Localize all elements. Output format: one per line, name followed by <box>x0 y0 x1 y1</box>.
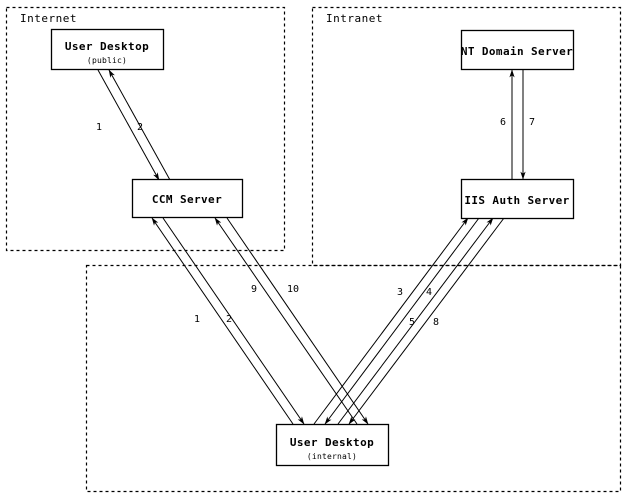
step-label-1-public: 1 <box>96 122 102 133</box>
flow-line-4 <box>324 217 480 425</box>
flow-line-10 <box>226 217 369 425</box>
step-label-3: 3 <box>397 287 403 298</box>
node-user-desktop-internal[interactable]: User Desktop (internal) <box>275 423 390 467</box>
node-nt-domain-server[interactable]: NT Domain Server <box>460 29 575 71</box>
step-label-2-public: 2 <box>137 122 143 133</box>
node-user-desktop-internal-title: User Desktop <box>290 436 374 449</box>
node-ccm-server-box[interactable] <box>131 178 244 219</box>
step-label-1-internal: 1 <box>194 314 200 325</box>
node-ccm-server[interactable]: CCM Server <box>131 178 244 219</box>
step-label-8: 8 <box>433 317 439 328</box>
flow-line-5 <box>337 217 494 425</box>
step-label-2-internal: 2 <box>226 314 232 325</box>
node-iis-auth-server[interactable]: IIS Auth Server <box>460 178 575 220</box>
node-user-desktop-public[interactable]: User Desktop (public) <box>50 28 165 71</box>
node-user-desktop-internal-box[interactable] <box>275 423 390 467</box>
flow-line-2-public <box>108 69 171 181</box>
node-user-desktop-public-subtitle: (public) <box>87 56 127 65</box>
flow-iis-to-internal-desktop-a <box>313 217 480 425</box>
zone-internal-boundary <box>85 264 622 493</box>
flow-public-desktop-to-ccm <box>97 69 171 181</box>
step-label-6: 6 <box>500 117 506 128</box>
step-label-4: 4 <box>426 287 432 298</box>
node-iis-auth-server-box[interactable] <box>460 178 575 220</box>
flow-line-2-internal <box>162 217 305 425</box>
node-user-desktop-internal-subtitle: (internal) <box>307 452 357 461</box>
node-ccm-server-title: CCM Server <box>152 193 222 206</box>
step-label-5: 5 <box>409 317 415 328</box>
flow-ccm-to-internal-desktop <box>151 217 305 425</box>
node-nt-domain-server-title: NT Domain Server <box>461 45 573 58</box>
step-label-9: 9 <box>251 284 257 295</box>
node-iis-auth-server-title: IIS Auth Server <box>464 194 569 207</box>
flow-ccm-to-internal-desktop-late <box>214 217 369 425</box>
flow-iis-to-internal-desktop-b <box>337 217 505 425</box>
zone-internet-label: Internet <box>20 12 77 25</box>
flow-iis-to-nt-domain <box>509 69 526 180</box>
flow-line-9 <box>214 217 358 425</box>
flow-line-3 <box>313 217 469 425</box>
flow-line-1-public <box>97 69 160 181</box>
flow-line-8 <box>348 217 505 425</box>
zone-intranet-label: Intranet <box>326 12 383 25</box>
step-label-10: 10 <box>287 284 299 295</box>
step-label-7: 7 <box>529 117 535 128</box>
node-user-desktop-public-title: User Desktop <box>65 40 149 53</box>
flow-line-1-internal <box>151 217 294 425</box>
node-nt-domain-server-box[interactable] <box>460 29 575 71</box>
node-user-desktop-public-box[interactable] <box>50 28 165 71</box>
zone-internet-boundary <box>5 6 286 252</box>
